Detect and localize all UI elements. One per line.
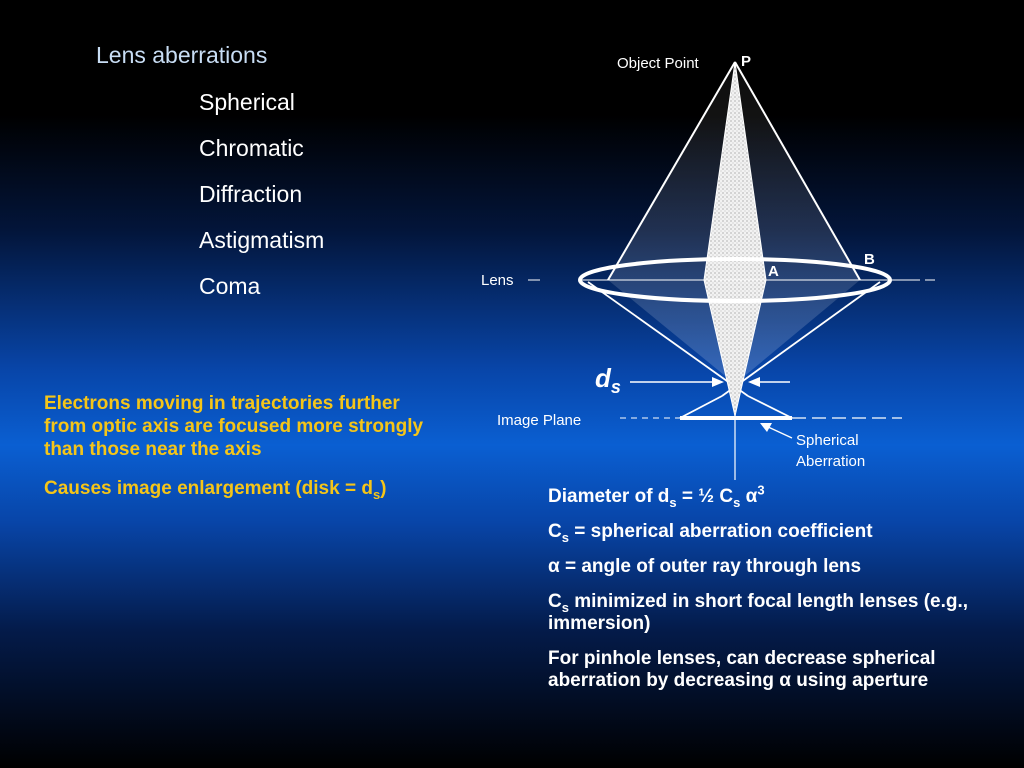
- formula-text: Diameter of d: [548, 486, 670, 507]
- outer-ray-left-converge: [587, 281, 749, 397]
- lens-label: Lens: [481, 272, 514, 289]
- enlargement-suffix: ): [380, 478, 387, 499]
- aberration-item: Diffraction: [199, 181, 303, 207]
- formula-text: = ½ C: [676, 486, 734, 507]
- aberration-item: Coma: [199, 273, 261, 299]
- alpha-definition: α = angle of outer ray through lens: [548, 556, 862, 577]
- aberration-item: Chromatic: [199, 135, 304, 161]
- pinhole-note: For pinhole lenses, can decrease spheric…: [548, 648, 936, 691]
- formula-subscript: s: [733, 494, 741, 510]
- point-a-label: A: [768, 263, 779, 280]
- explanation-line: Electrons moving in trajectories further…: [44, 393, 424, 460]
- spherical-aberration-diagram: Object Point P Lens A B ds Image Plane S…: [481, 53, 935, 480]
- aberration-list: Spherical Chromatic Diffraction Astigmat…: [199, 88, 324, 318]
- ds-label: ds: [595, 363, 621, 397]
- cs-minimized: Cs minimized in short focal length lense…: [548, 591, 1008, 635]
- outer-ray-right-converge: [721, 281, 881, 397]
- outer-ray-right-diverge: [679, 395, 723, 419]
- cs-text: = spherical aberration coefficient: [568, 521, 873, 542]
- formula-notes: Diameter of ds = ½ Cs α3 Cs = spherical …: [548, 482, 1008, 705]
- cs-text: minimized in short focal length lenses (…: [548, 591, 969, 634]
- ds-label-subscript: s: [611, 377, 621, 397]
- enlargement-line: Causes image enlargement (disk = ds): [44, 477, 444, 502]
- aberration-pointer: [765, 425, 793, 439]
- explanation-text: Electrons moving in trajectories further…: [44, 392, 444, 516]
- enlargement-text: Causes image enlargement (disk = d: [44, 478, 373, 499]
- ds-label-d: d: [595, 363, 612, 393]
- aberration-item: Spherical: [199, 89, 295, 115]
- formula-text: α: [740, 486, 758, 507]
- outer-ray-right: [734, 61, 861, 281]
- ds-arrowhead-right: [748, 377, 760, 387]
- formula-subscript: s: [669, 494, 677, 510]
- outer-ray-left-diverge: [747, 395, 793, 419]
- cs-subscript: s: [561, 529, 569, 545]
- cs-definition: Cs = spherical aberration coefficient: [548, 521, 1008, 545]
- spherical-aberration-label-2: Aberration: [796, 453, 865, 470]
- object-point-label: Object Point: [617, 55, 700, 72]
- enlargement-subscript: s: [372, 486, 381, 502]
- point-b-label: B: [864, 251, 875, 268]
- slide-title: Lens aberrations: [96, 42, 268, 68]
- spherical-aberration-label-1: Spherical: [796, 432, 859, 449]
- cs-text: C: [548, 591, 562, 612]
- point-p-label: P: [741, 53, 751, 70]
- aberration-pointer-head: [760, 423, 772, 432]
- ds-arrowhead-left: [712, 377, 724, 387]
- cs-subscript: s: [561, 599, 569, 615]
- cs-text: C: [548, 521, 562, 542]
- aberration-item: Astigmatism: [199, 227, 325, 253]
- diameter-formula: Diameter of ds = ½ Cs α3: [548, 482, 1008, 510]
- image-plane-label: Image Plane: [497, 412, 581, 429]
- outer-ray-left: [607, 61, 736, 281]
- formula-superscript: 3: [757, 482, 765, 498]
